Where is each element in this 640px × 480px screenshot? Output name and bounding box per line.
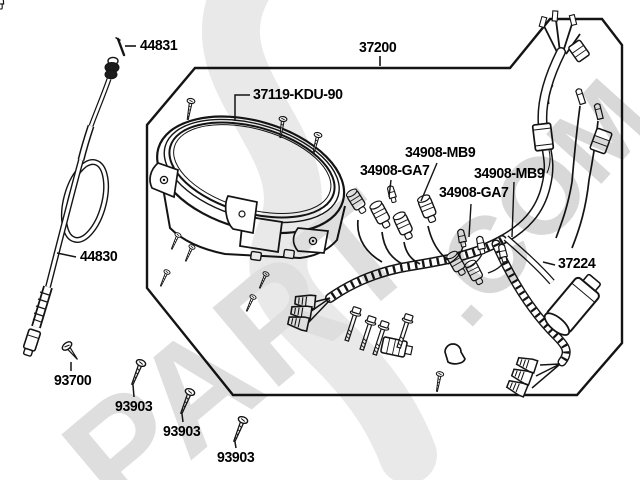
screws [61, 97, 445, 444]
bolt [355, 314, 379, 352]
panel-outline [145, 17, 624, 397]
bulb-socket [367, 198, 394, 231]
part-label-93903-3: 93903 [217, 449, 255, 466]
part-label-34908-mb9-2: 34908-MB9 [474, 165, 545, 182]
wedge-bulb [385, 184, 399, 204]
part-label-34908-mb9-1: 34908-MB9 [405, 144, 476, 161]
harness-boot [543, 273, 601, 336]
part-label-44831: 44831 [140, 37, 178, 54]
part-label-93903-2: 93903 [163, 423, 201, 440]
wedge-bulb [0, 0, 5, 10]
bolt [340, 305, 364, 343]
wedge-bulb [456, 228, 468, 249]
bulb-socket [344, 186, 370, 217]
part-label-37119-kdu-90: 37119-KDU-90 [253, 86, 343, 103]
speedometer-cable [22, 36, 126, 357]
connector-block [380, 336, 414, 358]
cable-clamp [444, 343, 466, 365]
bulb-socket [415, 192, 440, 225]
part-label-93700: 93700 [54, 372, 92, 389]
part-label-93903-1: 93903 [115, 398, 153, 415]
part-label-34908-ga7-1: 34908-GA7 [360, 162, 430, 179]
bulb-socket [391, 209, 417, 242]
part-label-44830: 44830 [80, 248, 118, 265]
part-label-37200: 37200 [359, 39, 397, 56]
part-label-34908-ga7-2: 34908-GA7 [439, 184, 509, 201]
screw-93700 [61, 341, 78, 360]
part-label-37224: 37224 [558, 255, 596, 272]
